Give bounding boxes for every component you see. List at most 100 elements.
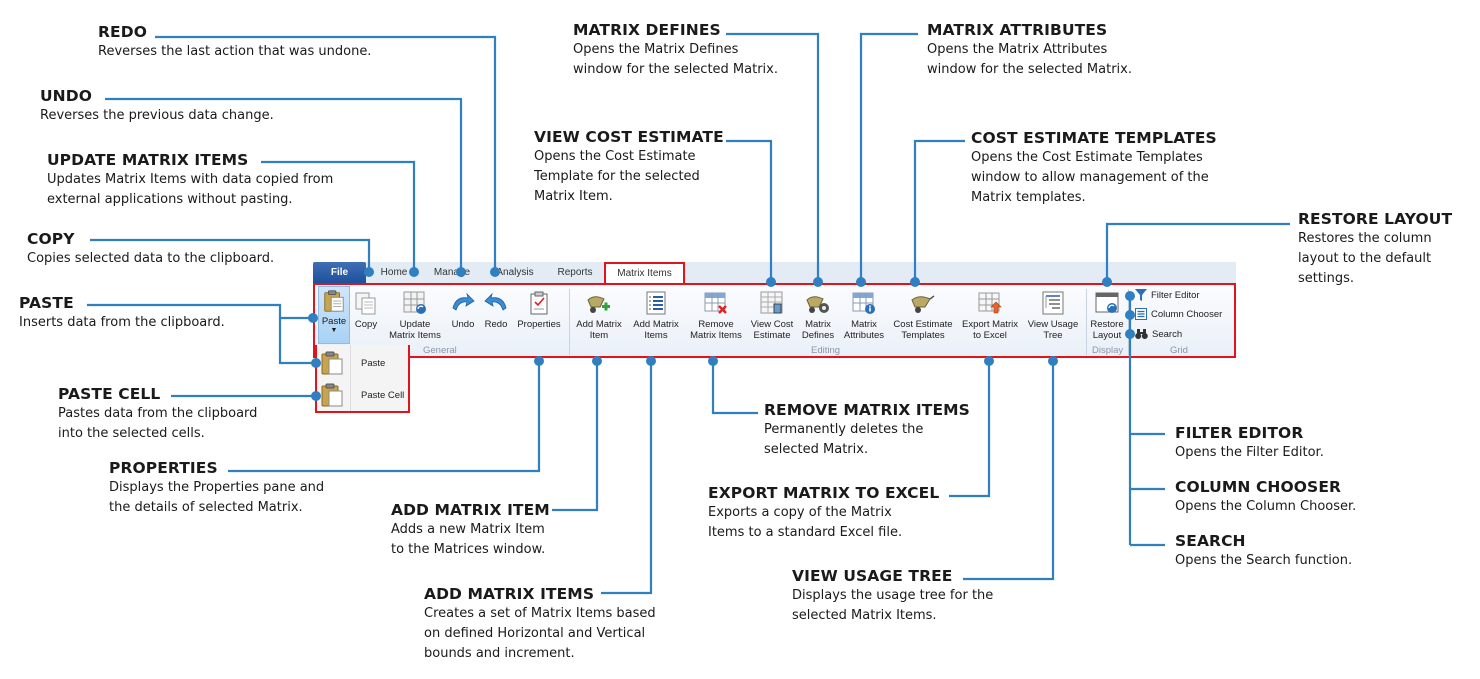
callout-title: ADD MATRIX ITEMS	[424, 585, 595, 603]
callout-desc: Matrix Item.	[534, 189, 613, 204]
callout-matrix-defines: MATRIX DEFINES Opens the Matrix Defines …	[573, 20, 778, 80]
leader-line-view-cost-estimate	[726, 139, 773, 282]
add-matrix-item-button[interactable]: Add Matrix Item	[571, 290, 627, 341]
export-matrix-button[interactable]: Export Matrix to Excel	[957, 290, 1023, 341]
export-matrix-label-1: Export Matrix	[962, 319, 1018, 330]
callout-desc: Matrix templates.	[971, 190, 1086, 205]
callout-desc: Updates Matrix Items with data copied fr…	[47, 172, 334, 187]
copy-button[interactable]: Copy	[352, 290, 380, 330]
callout-desc: selected Matrix Items.	[792, 608, 937, 623]
callout-desc: Displays the usage tree for the	[792, 588, 994, 603]
callout-filter-editor: FILTER EDITOR Opens the Filter Editor.	[1175, 423, 1324, 463]
view-cost-estimate-label-2: Estimate	[753, 330, 791, 341]
tab-reports[interactable]: Reports	[557, 267, 593, 278]
tab-home[interactable]: Home	[380, 267, 408, 278]
view-usage-tree-label-2: Tree	[1043, 330, 1063, 341]
tab-manage[interactable]: Manage	[433, 267, 471, 278]
callout-title: COST ESTIMATE TEMPLATES	[971, 129, 1217, 147]
callout-title: FILTER EDITOR	[1175, 424, 1304, 442]
add-matrix-item-label-2: Item	[589, 330, 609, 341]
callout-desc: Opens the Cost Estimate Templates	[971, 150, 1203, 165]
callout-column-chooser: COLUMN CHOOSER Opens the Column Chooser.	[1175, 477, 1356, 517]
update-matrix-items-button[interactable]: Update Matrix Items	[386, 290, 444, 341]
group-separator	[1086, 289, 1087, 355]
callout-title: RESTORE LAYOUT	[1298, 210, 1453, 228]
callout-title: PROPERTIES	[109, 459, 218, 477]
undo-button[interactable]: Undo	[448, 290, 478, 330]
leader-line-matrix-attributes	[859, 32, 918, 282]
redo-label: Redo	[484, 319, 508, 330]
paste-button[interactable]: Paste ▼	[318, 286, 350, 344]
callout-title: VIEW COST ESTIMATE	[534, 128, 724, 146]
column-chooser-button[interactable]: Column Chooser	[1135, 308, 1222, 320]
leader-line-add-matrix-items	[601, 361, 653, 595]
callout-update-matrix-items: UPDATE MATRIX ITEMS Updates Matrix Items…	[47, 150, 333, 210]
search-button[interactable]: Search	[1135, 328, 1182, 340]
tab-file[interactable]: File	[313, 262, 366, 284]
callout-desc: Items to a standard Excel file.	[708, 525, 903, 540]
remove-matrix-items-label-2: Matrix Items	[690, 330, 742, 341]
grid-info-icon	[852, 292, 875, 314]
properties-button[interactable]: Properties	[513, 290, 565, 330]
menu-item-paste-cell[interactable]: Paste Cell	[319, 380, 407, 410]
callout-desc: Displays the Properties pane and	[109, 480, 325, 495]
menu-item-paste[interactable]: Paste	[319, 348, 407, 378]
grid-refresh-icon	[403, 291, 426, 314]
callout-title: UPDATE MATRIX ITEMS	[47, 151, 249, 169]
restore-layout-button[interactable]: Restore Layout	[1088, 290, 1126, 341]
grid-export-icon	[978, 292, 1002, 314]
callout-desc: Reverses the previous data change.	[40, 108, 274, 123]
tab-analysis[interactable]: Analysis	[496, 267, 534, 278]
group-label-grid: Grid	[1170, 345, 1188, 356]
grid-remove-icon	[704, 292, 727, 314]
filter-icon	[1135, 289, 1147, 301]
update-matrix-items-label-1: Update	[399, 319, 431, 330]
undo-label: Undo	[451, 319, 475, 330]
filter-editor-button[interactable]: Filter Editor	[1135, 289, 1200, 301]
update-matrix-items-label-2: Matrix Items	[389, 330, 441, 341]
menu-item-label: Paste	[361, 357, 386, 369]
cost-estimate-templates-button[interactable]: Cost Estimate Templates	[890, 290, 956, 341]
leader-line-view-usage-tree	[963, 361, 1055, 581]
search-label: Search	[1152, 328, 1183, 340]
callout-desc: Creates a set of Matrix Items based	[424, 606, 656, 621]
callout-view-cost-estimate: VIEW COST ESTIMATE Opens the Cost Estima…	[534, 127, 724, 207]
callout-desc: Opens the Search function.	[1175, 553, 1353, 568]
cost-estimate-templates-label-1: Cost Estimate	[893, 319, 953, 330]
callout-title: REDO	[98, 23, 147, 41]
callout-desc: window for the selected Matrix.	[927, 62, 1132, 77]
callout-desc: selected Matrix.	[764, 442, 869, 457]
matrix-defines-button[interactable]: Matrix Defines	[797, 290, 839, 341]
copy-label: Copy	[354, 319, 378, 330]
view-cost-estimate-button[interactable]: View Cost Estimate	[747, 290, 797, 341]
callout-desc: Opens the Column Chooser.	[1175, 499, 1357, 514]
restore-layout-label-1: Restore	[1090, 319, 1124, 330]
remove-matrix-items-label-1: Remove	[698, 319, 734, 330]
callout-view-usage-tree: VIEW USAGE TREE Displays the usage tree …	[792, 566, 993, 626]
redo-button[interactable]: Redo	[481, 290, 511, 330]
copy-icon	[355, 292, 376, 315]
matrix-defines-label-2: Defines	[801, 330, 835, 341]
paste-dropdown-menu: Paste Paste Cell	[315, 345, 410, 413]
remove-matrix-items-button[interactable]: Remove Matrix Items	[685, 290, 747, 341]
leader-line-cost-estimate-templates	[913, 139, 965, 282]
callout-desc: Opens the Cost Estimate	[534, 149, 696, 164]
callout-remove-matrix-items: REMOVE MATRIX ITEMS Permanently deletes …	[764, 400, 970, 460]
matrix-attributes-label-2: Attributes	[843, 330, 885, 341]
callout-add-matrix-items: ADD MATRIX ITEMS Creates a set of Matrix…	[424, 584, 656, 664]
add-matrix-item-label-1: Add Matrix	[576, 319, 622, 330]
view-usage-tree-label-1: View Usage	[1027, 319, 1079, 330]
add-matrix-items-button[interactable]: Add Matrix Items	[628, 290, 684, 341]
cost-estimate-templates-label-2: Templates	[901, 330, 945, 341]
matrix-attributes-button[interactable]: Matrix Attributes	[839, 290, 889, 341]
chevron-down-icon[interactable]: ▼	[330, 327, 338, 334]
export-matrix-label-2: to Excel	[973, 330, 1007, 341]
callout-desc: Restores the column	[1298, 231, 1432, 246]
clipboard-icon	[324, 290, 344, 312]
callout-title: VIEW USAGE TREE	[792, 567, 953, 585]
view-usage-tree-button[interactable]: View Usage Tree	[1023, 290, 1083, 341]
wheelbarrow-add-icon	[587, 296, 610, 313]
callout-export-matrix: EXPORT MATRIX TO EXCEL Exports a copy of…	[708, 483, 939, 543]
callout-desc: to the Matrices window.	[391, 542, 546, 557]
tab-matrix-items[interactable]: Matrix Items	[604, 262, 685, 285]
